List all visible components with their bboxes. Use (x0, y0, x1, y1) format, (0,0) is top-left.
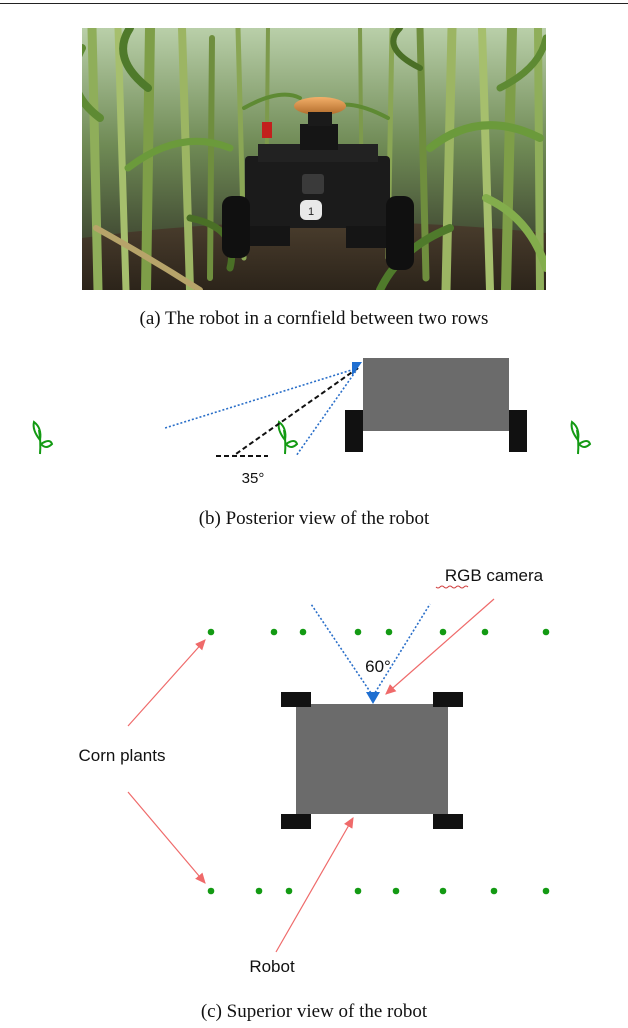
camera-arrow (385, 598, 495, 695)
robot-label: Robot (249, 957, 295, 976)
fov-line-upper (164, 367, 359, 429)
cornfield-photo: 1 (82, 28, 546, 290)
spellcheck-underline (435, 585, 469, 589)
angle-line (232, 367, 359, 457)
camera-icon-top (366, 692, 380, 704)
robot-arrow (275, 816, 354, 953)
robot-body-top (296, 704, 448, 814)
corn-row-bottom (207, 887, 550, 895)
rgb-camera-label: RGB camera (445, 566, 544, 585)
wheel-front-left (281, 692, 311, 707)
superior-view-diagram: 60° RGB camera Corn plants Robot (79, 566, 550, 976)
photo-badge-text: 1 (308, 206, 314, 218)
angle-label-35: 35° (242, 470, 265, 487)
plants-arrow-down (127, 791, 206, 884)
robot-body (363, 358, 509, 431)
fov-line-lower (295, 367, 359, 457)
plant-icon-right (570, 421, 591, 455)
wheel-rear-left (281, 814, 311, 829)
wheel-right (509, 410, 527, 452)
fov-line-left (310, 603, 374, 697)
top-rule (0, 3, 628, 4)
robot-in-photo: 1 (222, 97, 414, 270)
camera-icon (352, 362, 362, 376)
angle-label-60: 60° (365, 657, 391, 676)
corn-plants-label: Corn plants (79, 746, 166, 765)
caption-b: (b) Posterior view of the robot (198, 508, 430, 529)
wheel-front-right (433, 692, 463, 707)
plant-icon-middle (277, 421, 298, 455)
wheel-left (345, 410, 363, 452)
caption-a: (a) The robot in a cornfield between two… (139, 308, 489, 329)
plants-arrow-up (127, 639, 206, 727)
caption-c: (c) Superior view of the robot (200, 1001, 428, 1022)
fov-line-right (372, 603, 431, 697)
corn-row-top (207, 628, 550, 636)
posterior-view-diagram: 35° (32, 358, 591, 487)
wheel-rear-right (433, 814, 463, 829)
plant-icon-left (32, 421, 53, 455)
